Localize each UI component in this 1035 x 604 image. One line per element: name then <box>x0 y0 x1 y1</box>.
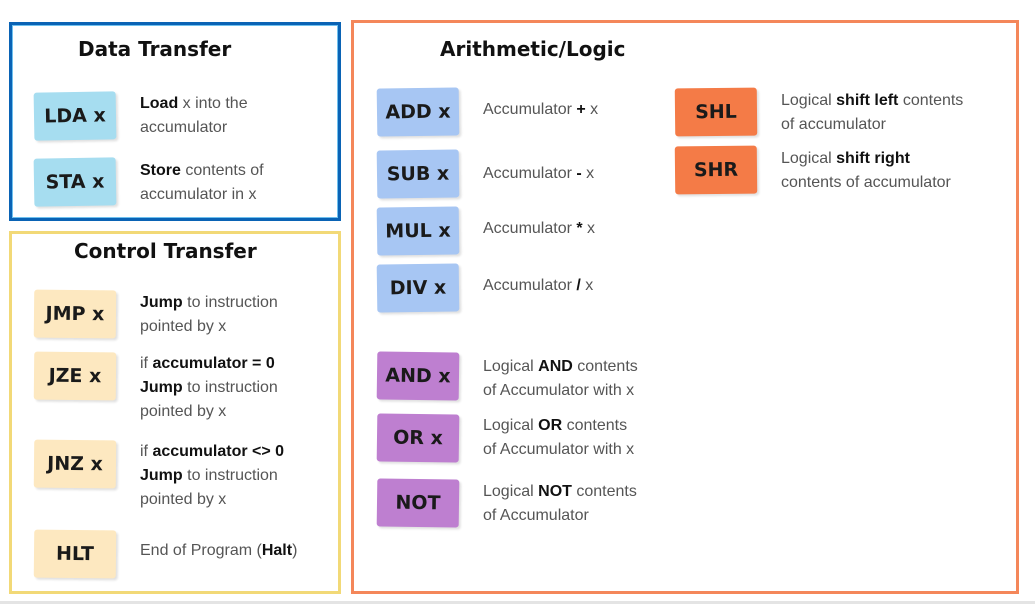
instruction-shl: SHL <box>674 87 758 137</box>
instruction-hlt-desc: End of Program (Halt) <box>140 542 298 559</box>
data-transfer-panel <box>9 22 341 221</box>
instruction-add-desc: Accumulator + x <box>483 101 599 118</box>
bottom-divider <box>0 601 1035 604</box>
instruction-hlt: HLT <box>33 529 117 579</box>
instruction-mul: MUL x <box>376 206 460 256</box>
instruction-sub: SUB x <box>376 149 460 199</box>
control-transfer-title: Control Transfer <box>74 239 257 263</box>
instruction-sub-desc: Accumulator - x <box>483 165 595 182</box>
instruction-jnz: JNZ x <box>33 439 117 489</box>
instruction-shr: SHR <box>674 145 758 195</box>
instruction-div-desc: Accumulator / x <box>483 277 594 294</box>
instruction-lda: LDA x <box>33 91 117 141</box>
instruction-or: OR x <box>376 413 460 463</box>
instruction-mul-desc: Accumulator * x <box>483 220 596 237</box>
instruction-add: ADD x <box>376 87 460 137</box>
instruction-jze: JZE x <box>33 351 117 401</box>
instruction-div: DIV x <box>376 263 460 313</box>
instruction-jmp: JMP x <box>33 289 117 339</box>
instruction-sta: STA x <box>33 157 117 207</box>
instruction-not: NOT <box>376 478 460 528</box>
control-transfer-panel <box>9 231 341 594</box>
arithmetic-logic-panel <box>351 20 1019 594</box>
instruction-and: AND x <box>376 351 460 401</box>
arithmetic-logic-title: Arithmetic/Logic <box>440 37 626 61</box>
data-transfer-title: Data Transfer <box>78 37 232 61</box>
